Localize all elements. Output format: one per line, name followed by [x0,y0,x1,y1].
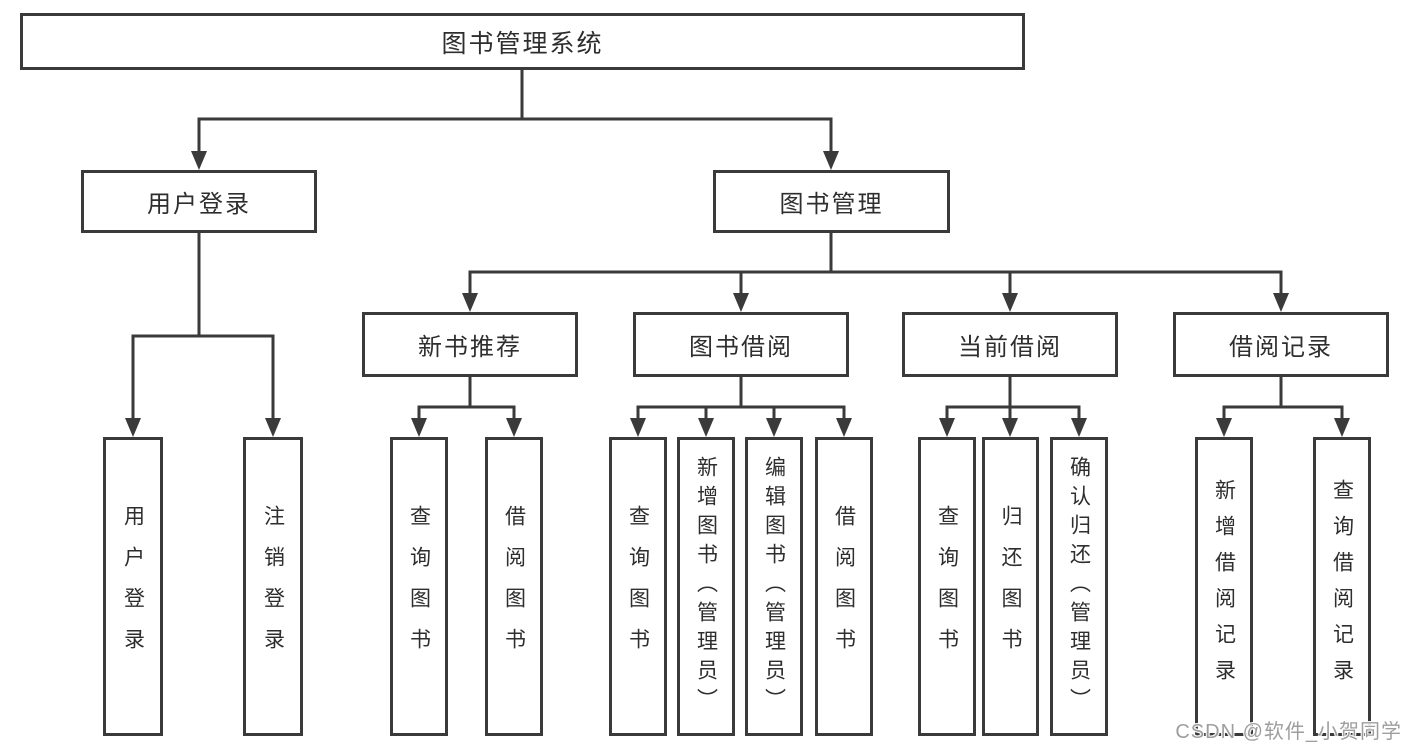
leaf-label: 新增图书（管理员） [694,456,718,717]
node-new-book-recommend: 新书推荐 [362,312,578,377]
csdn-watermark: CSDN @软件_小贺同学 [1175,721,1402,743]
leaf-label: 编辑图书（管理员） [762,456,786,717]
node-leaf-query-books-current: 查询图书 [918,437,976,736]
node-leaf-add-books-admin: 新增图书（管理员） [677,437,735,736]
node-leaf-add-borrow-record: 新增借阅记录 [1195,437,1253,736]
leaf-label: 借阅图书 [832,504,856,669]
leaf-label: 用户登录 [121,504,145,669]
node-leaf-edit-books-admin: 编辑图书（管理员） [745,437,803,736]
node-leaf-confirm-return-admin: 确认归还（管理员） [1050,437,1108,736]
node-leaf-query-books-borrowing: 查询图书 [609,437,667,736]
node-leaf-return-books: 归还图书 [982,437,1039,736]
leaf-label: 查询图书 [407,504,431,669]
node-leaf-logout: 注销登录 [243,437,303,736]
node-current-borrowing: 当前借阅 [902,312,1118,377]
leaf-label: 归还图书 [999,504,1022,669]
node-user-login: 用户登录 [81,170,317,233]
node-leaf-query-borrow-record: 查询借阅记录 [1313,437,1371,736]
leaf-label: 确认归还（管理员） [1067,456,1091,717]
node-book-management: 图书管理 [713,170,950,233]
leaf-label: 借阅图书 [502,504,526,669]
node-leaf-query-books-recommend: 查询图书 [390,437,448,736]
node-borrow-records: 借阅记录 [1173,312,1389,377]
node-leaf-user-login: 用户登录 [103,437,163,736]
leaf-label: 注销登录 [261,504,285,669]
node-leaf-borrow-books-recommend: 借阅图书 [485,437,543,736]
leaf-label: 查询借阅记录 [1330,478,1354,695]
node-library-management-system: 图书管理系统 [20,13,1025,70]
node-book-borrowing: 图书借阅 [633,312,849,377]
leaf-label: 新增借阅记录 [1212,478,1236,695]
leaf-label: 查询图书 [626,504,650,669]
leaf-label: 查询图书 [935,504,959,669]
node-leaf-borrow-books: 借阅图书 [815,437,873,736]
